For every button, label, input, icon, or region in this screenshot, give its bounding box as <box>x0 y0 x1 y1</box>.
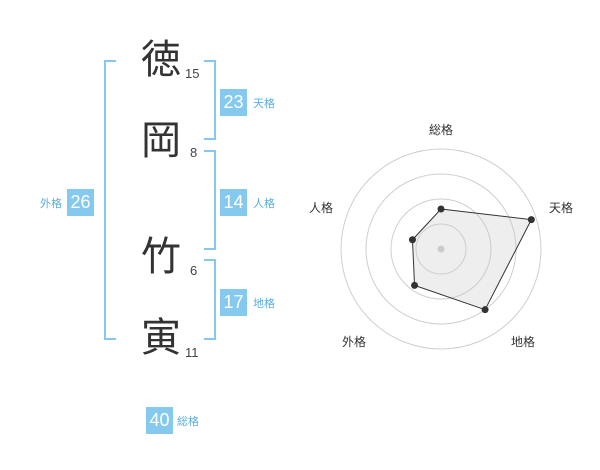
radar-point-3 <box>481 306 489 314</box>
soukaku-badge: 40 総格 <box>146 407 199 434</box>
tenkaku-label: 天格 <box>253 96 275 110</box>
radar-point-4 <box>411 281 419 289</box>
soukaku-label: 総格 <box>177 414 199 428</box>
name-char-3: 竹 <box>141 234 181 280</box>
stroke-count-1: 15 <box>185 66 200 81</box>
radar-axis-label-4: 外格 <box>342 334 366 349</box>
stroke-count-2: 8 <box>190 145 198 160</box>
stroke-count-3: 6 <box>190 263 198 278</box>
chikaku-value: 17 <box>220 289 247 316</box>
radar-area <box>411 208 533 311</box>
radar-axis-label-1: 総格 <box>429 122 453 137</box>
radar-axis-label-3: 地格 <box>511 334 535 349</box>
radar-axis-label-5: 人格 <box>309 200 333 215</box>
radar-center-dot <box>437 245 445 253</box>
radar-axis-label-2: 天格 <box>549 200 573 215</box>
gaikaku-bracket <box>104 60 116 340</box>
gaikaku-label: 外格 <box>40 196 62 210</box>
radar-ring <box>340 148 542 350</box>
jinkaku-value: 14 <box>220 189 247 216</box>
name-char-2: 岡 <box>141 118 181 164</box>
jinkaku-label: 人格 <box>253 196 275 210</box>
chikaku-badge: 17 地格 <box>220 289 275 316</box>
tenkaku-value: 23 <box>220 89 247 116</box>
jinkaku-badge: 14 人格 <box>220 189 275 216</box>
gaikaku-value: 26 <box>67 189 94 216</box>
radar-ring <box>390 198 492 300</box>
name-char-1: 徳 <box>141 37 181 83</box>
radar-ring <box>415 223 467 275</box>
tenkaku-bracket <box>204 60 216 140</box>
chikaku-bracket <box>204 259 216 340</box>
gaikaku-badge: 外格 26 <box>40 189 94 216</box>
jinkaku-bracket <box>204 150 216 250</box>
radar-point-1 <box>437 205 445 213</box>
radar-point-2 <box>527 216 535 224</box>
radar-point-5 <box>408 236 416 244</box>
soukaku-value: 40 <box>146 407 173 434</box>
stroke-count-4: 11 <box>185 345 199 360</box>
chikaku-label: 地格 <box>253 296 275 310</box>
name-char-4: 寅 <box>141 315 181 361</box>
tenkaku-badge: 23 天格 <box>220 89 275 116</box>
